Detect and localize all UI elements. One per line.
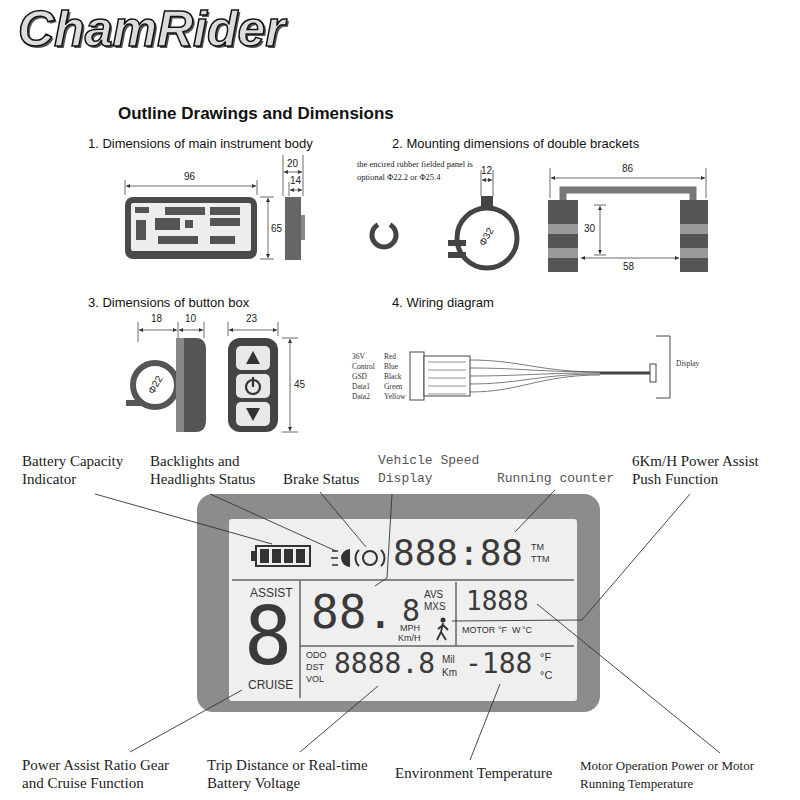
lcd-label: MOTOR <box>462 626 495 635</box>
wire-label: Blue <box>384 363 398 371</box>
button-box-drawing <box>126 338 278 432</box>
dimension-label: 10 <box>185 314 196 324</box>
wire-label: 36V <box>352 353 365 361</box>
callout-label: 6Km/H Power Assist Push Function <box>632 452 777 488</box>
segment-digits: 8888.8 <box>334 650 435 678</box>
lcd-label: °C <box>540 670 552 681</box>
wire-label: GSD <box>352 373 367 381</box>
lcd-label: TTM <box>531 555 550 564</box>
lcd-label: °C <box>522 626 532 635</box>
dimension-label: 30 <box>584 224 595 234</box>
wire-label: Display <box>676 360 699 368</box>
dimension-label: 14 <box>290 176 301 186</box>
instrument-front <box>125 197 257 259</box>
lcd-label: Mil <box>442 655 455 665</box>
lcd-label: ODO <box>306 651 327 660</box>
lcd-label: °F <box>498 626 507 635</box>
dimension-label: 45 <box>294 380 305 390</box>
lcd-label: Km/H <box>398 634 421 643</box>
brand-logo: ChamRider <box>18 2 285 57</box>
section-heading: 4. Wiring diagram <box>392 295 494 311</box>
dimension-label: 86 <box>622 164 633 174</box>
dimension-label: 58 <box>623 262 634 272</box>
lcd-label: DST <box>306 663 324 672</box>
lcd-label: AVS <box>424 590 443 600</box>
segment-digits: 888:88 <box>393 535 523 571</box>
callout-label: Brake Status <box>283 470 359 488</box>
dimension-label: 20 <box>287 159 298 169</box>
lcd-label: VOL <box>306 675 324 684</box>
wire-label: Green <box>384 383 402 391</box>
dimension-label: 12 <box>481 166 492 176</box>
bracket-drawing <box>372 190 708 272</box>
lcd-label: TM <box>531 543 544 552</box>
wire-label: Data1 <box>352 383 370 391</box>
instrument-side <box>285 197 305 260</box>
wire-label: Yellow <box>384 393 405 401</box>
dimension-label: Φ22 <box>146 374 164 396</box>
dimension-label: 96 <box>184 172 195 182</box>
page-title: Outline Drawings and Dimensions <box>118 104 394 124</box>
wiring-drawing <box>410 336 670 400</box>
note-text: the encired rubber fielded panel is opti… <box>357 158 497 184</box>
callout-label: Motor Operation Power or Motor Running T… <box>580 757 760 792</box>
segment-digits: -188 <box>465 650 532 678</box>
segment-digits: 8 <box>244 597 292 677</box>
lcd-label: MPH <box>400 624 420 633</box>
wire-label: Control <box>352 363 375 371</box>
wire-label: Data2 <box>352 393 370 401</box>
section-heading: 3. Dimensions of button box <box>88 295 249 311</box>
lcd-label: °F <box>540 652 551 663</box>
dimension-label: 65 <box>271 224 282 234</box>
segment-digits: 88. <box>311 589 394 635</box>
callout-label: Trip Distance or Real-time Battery Volta… <box>207 756 383 792</box>
lcd-label: W <box>512 626 521 635</box>
leader-lines <box>95 490 720 760</box>
section-heading: 2. Mounting dimensions of double bracket… <box>392 136 639 152</box>
dimension-label: Φ32 <box>477 226 495 248</box>
callout-label: Running counter <box>497 470 614 488</box>
callout-label: Backlights and Headlights Status <box>150 452 275 488</box>
segment-digits: 8 <box>402 596 420 626</box>
dimension-label: 23 <box>246 314 257 324</box>
lcd-label: CRUISE <box>248 679 293 691</box>
dimension-label: 18 <box>151 314 162 324</box>
lcd-label: Km <box>442 668 457 678</box>
lcd-bezel <box>197 494 600 712</box>
section-heading: 1. Dimensions of main instrument body <box>88 136 313 152</box>
wire-label: Red <box>384 353 396 361</box>
callout-label: Vehicle Speed Display <box>378 452 493 488</box>
lcd-display: 888:88TMTTMASSIST8CRUISE88.8AVSMXSMPHKm/… <box>197 494 600 712</box>
callout-label: Power Assist Ratio Gear and Cruise Funct… <box>22 756 194 792</box>
segment-digits: 1888 <box>466 588 529 614</box>
lcd-label: MXS <box>424 602 446 612</box>
callout-label: Environment Temperature <box>395 764 552 782</box>
callout-label: Battery Capacity Indicator <box>22 452 144 488</box>
dimension-lines <box>125 155 706 432</box>
wire-label: Black <box>384 373 402 381</box>
